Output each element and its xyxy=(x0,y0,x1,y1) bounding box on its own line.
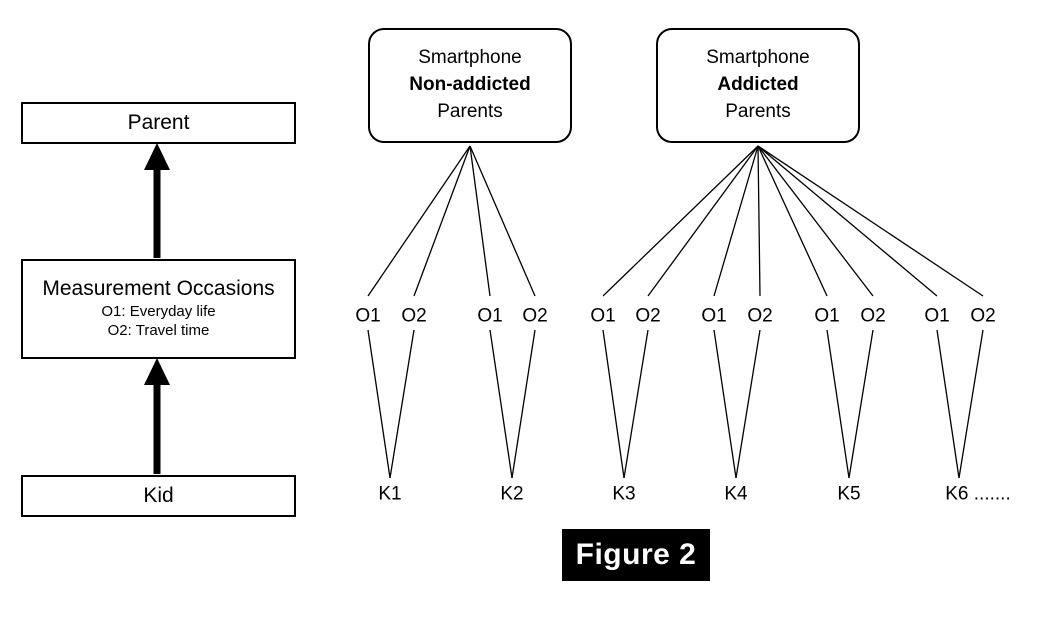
measurement-occasions-box: Measurement Occasions O1: Everyday life … xyxy=(21,259,296,359)
group-box-addicted: Smartphone Addicted Parents xyxy=(656,28,860,143)
occasion-label-k3-o1: O1 xyxy=(590,305,616,327)
occasion-label-k5-o1: O1 xyxy=(814,305,840,327)
group-addicted-line3: Parents xyxy=(725,100,791,122)
kid-label-k1: K1 xyxy=(378,483,402,505)
kid-label-k4: K4 xyxy=(724,483,748,505)
occasion-label-k4-o1: O1 xyxy=(701,305,727,327)
group-non-addicted-line2: Non-addicted xyxy=(409,74,531,96)
group-addicted-line2: Addicted xyxy=(717,74,799,96)
occasion-label-k4-o2: O2 xyxy=(747,305,773,327)
edges-non-addicted-to-occasions xyxy=(367,145,536,297)
group-non-addicted-line1: Smartphone xyxy=(418,47,522,69)
occasion-label-k6-o1: O1 xyxy=(924,305,950,327)
group-box-non-addicted: Smartphone Non-addicted Parents xyxy=(368,28,572,143)
occasion-o2-description: O2: Travel time xyxy=(107,322,210,340)
kid-box: Kid xyxy=(21,475,296,517)
arrow-kid-to-occasions xyxy=(144,358,170,474)
occasion-label-k2-o1: O1 xyxy=(477,305,503,327)
occasion-label-k1-o2: O2 xyxy=(401,305,427,327)
occasion-label-k2-o2: O2 xyxy=(522,305,548,327)
kid-label-k3: K3 xyxy=(612,483,636,505)
group-non-addicted-line3: Parents xyxy=(437,100,503,122)
occasion-o1-description: O1: Everyday life xyxy=(101,302,216,320)
parent-box-label: Parent xyxy=(127,110,190,134)
arrow-occasions-to-parent xyxy=(144,143,170,258)
kid-label-k6: K6 ....... xyxy=(945,483,1011,505)
kid-label-k5: K5 xyxy=(837,483,861,505)
edges-occasions-to-kids xyxy=(367,329,984,479)
kid-label-k2: K2 xyxy=(500,483,524,505)
measurement-occasions-title: Measurement Occasions xyxy=(42,277,275,301)
kid-box-label: Kid xyxy=(143,483,174,507)
group-addicted-line1: Smartphone xyxy=(706,47,810,69)
figure-caption: Figure 2 xyxy=(562,529,710,581)
edges-addicted-to-occasions xyxy=(602,145,984,297)
occasion-label-k1-o1: O1 xyxy=(355,305,381,327)
parent-box: Parent xyxy=(21,102,296,144)
occasion-label-k6-o2: O2 xyxy=(970,305,996,327)
occasion-label-k5-o2: O2 xyxy=(860,305,886,327)
occasion-label-k3-o2: O2 xyxy=(635,305,661,327)
